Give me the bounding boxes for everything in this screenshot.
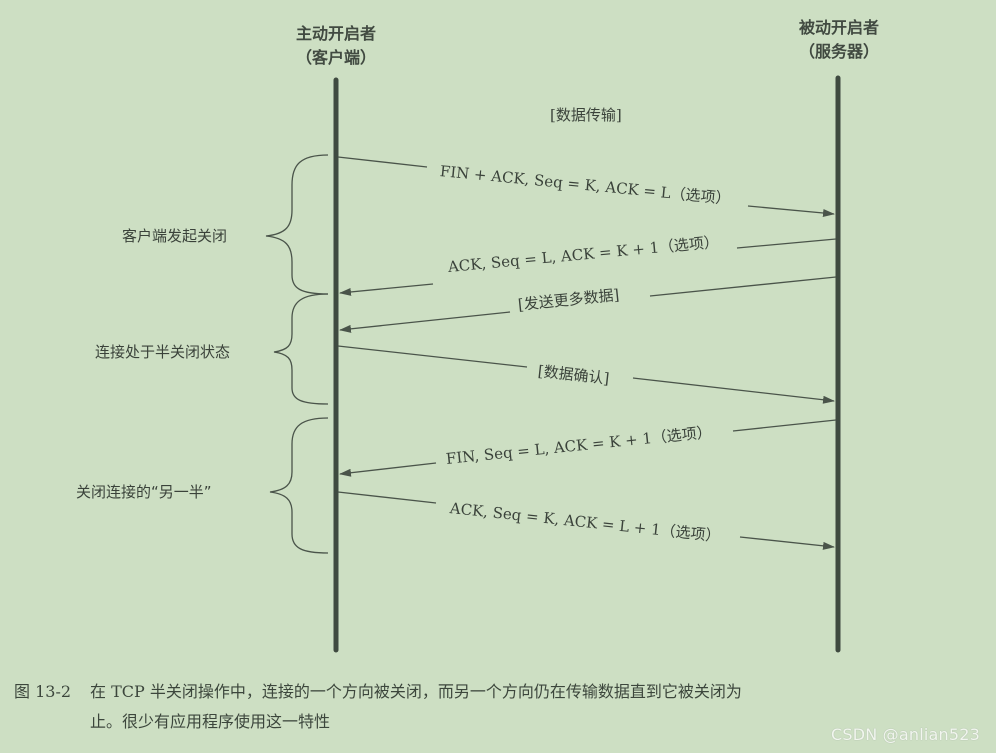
client-actor-subtitle: （客户端） — [295, 48, 376, 67]
brace-client-initiates-close — [265, 154, 329, 295]
message-arrow-send-more-data — [339, 276, 837, 333]
tcp-half-close-diagram: 主动开启者 （客户端） 被动开启者 （服务器） [数据传输] FIN + ACK… — [76, 16, 909, 653]
message-arrow-final-ack — [337, 491, 835, 550]
message-arrow-fin-ack — [337, 156, 835, 217]
brace-half-closed-state — [273, 293, 329, 405]
caption-text-1: 在 TCP 半关闭操作中，连接的一个方向被关闭，而另一个方向仍在传输数据直到它被… — [90, 682, 742, 701]
client-actor-title: 主动开启者 — [295, 24, 376, 43]
brace-close-other-half — [269, 417, 329, 554]
caption-line-1: 图 13-2 在 TCP 半关闭操作中，连接的一个方向被关闭，而另一个方向仍在传输… — [14, 677, 984, 707]
server-actor-subtitle: （服务器） — [798, 42, 879, 61]
server-actor-title: 被动开启者 — [798, 18, 879, 37]
phase-label-client-initiates-close: 客户端发起关闭 — [122, 227, 228, 245]
figure-caption: 图 13-2 在 TCP 半关闭操作中，连接的一个方向被关闭，而另一个方向仍在传输… — [14, 677, 984, 737]
sequence-diagram-canvas — [265, 75, 841, 653]
data-transfer-note: [数据传输] — [550, 106, 622, 124]
caption-line-2: 止。很少有应用程序使用这一特性 — [90, 712, 331, 731]
phase-label-close-other-half: 关闭连接的“另一半” — [76, 483, 212, 501]
message-arrow-ack — [339, 238, 837, 296]
figure-number: 图 13-2 — [14, 682, 72, 701]
watermark: CSDN @anlian523 — [830, 725, 980, 744]
phase-label-half-closed-state: 连接处于半关闭状态 — [95, 343, 231, 361]
message-arrow-data-ack — [337, 345, 835, 404]
client-actor: 主动开启者 （客户端） — [266, 22, 406, 70]
server-actor: 被动开启者 （服务器） — [769, 16, 909, 64]
message-arrow-fin — [339, 419, 837, 477]
